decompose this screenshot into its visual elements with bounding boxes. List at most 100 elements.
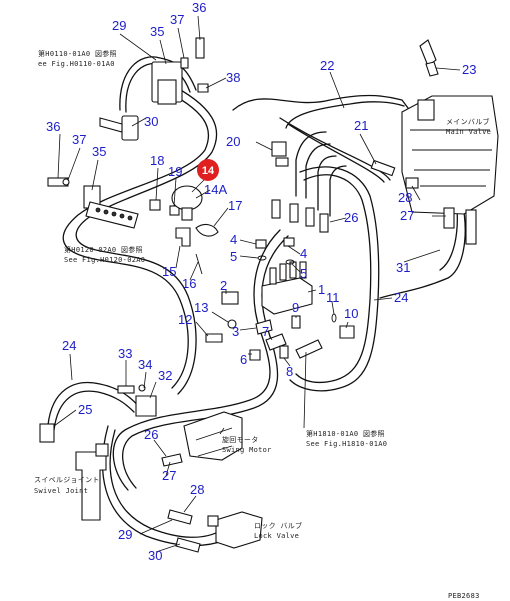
callout-30-lower: 30	[148, 548, 162, 563]
reference-notes: 第H0110-01A0 図参照 ee Fig.H0110-01A0 第H0120…	[34, 49, 491, 600]
callout-10: 10	[344, 306, 358, 321]
bolt-36-top	[195, 37, 205, 59]
callout-35-left: 35	[92, 144, 106, 159]
callout-25: 25	[78, 402, 92, 417]
elbow-15	[175, 227, 191, 247]
hose-fitting-10	[295, 339, 323, 359]
adapter-26-a	[271, 199, 281, 219]
junction-ports	[269, 261, 307, 285]
elbow-6	[249, 349, 261, 361]
fitting-4-right	[283, 237, 295, 247]
fitting-23	[425, 61, 439, 77]
fitting-28-top	[405, 177, 419, 189]
callout-numbers: 36 29 37 35 38 30 22 23 36 37 35 18 19 1…	[46, 0, 476, 563]
callout-28-lower: 28	[190, 482, 204, 497]
main-valve	[401, 95, 499, 215]
washer-13	[227, 319, 237, 329]
plug-19	[169, 205, 180, 216]
callout-20: 20	[226, 134, 240, 149]
callout-38: 38	[226, 70, 240, 85]
callout-37-top: 37	[170, 12, 184, 27]
callout-37-left: 37	[72, 132, 86, 147]
clamp-top	[157, 79, 177, 105]
callout-5-right: 5	[300, 266, 307, 281]
fitting-27-right	[443, 207, 455, 229]
lock-valve-jp: ロック バルブ	[254, 521, 302, 530]
callout-1: 1	[318, 282, 325, 297]
callout-9: 9	[292, 300, 299, 315]
adapter-26-d	[319, 213, 329, 233]
bolt-33	[117, 385, 135, 394]
callout-19: 19	[168, 164, 182, 179]
callout-30-top: 30	[144, 114, 158, 129]
callout-24-left: 24	[62, 338, 76, 353]
highlight-callout-14[interactable]: 14	[191, 159, 219, 193]
fitting-7	[265, 333, 287, 351]
fitting-25-right	[95, 443, 109, 457]
callout-17: 17	[228, 198, 242, 213]
callout-22: 22	[320, 58, 334, 73]
swing-motor-jp: 旋回モータ	[222, 435, 259, 444]
callout-8: 8	[286, 364, 293, 379]
callout-15: 15	[162, 264, 176, 279]
lock-valve	[215, 511, 263, 549]
sensor-2	[221, 291, 239, 305]
swivel-joint-jp: スイベルジョイント	[34, 476, 100, 484]
fitting-28-lower	[167, 509, 193, 525]
plug-8	[279, 345, 289, 359]
bolt-12	[205, 333, 223, 343]
swivel-joint-en: Swivel Joint	[34, 487, 88, 495]
o-ring-5b	[285, 259, 295, 265]
washer-37-left	[62, 178, 70, 186]
highlight-label: 14	[202, 165, 215, 177]
callout-24-right: 24	[394, 290, 408, 305]
callout-32: 32	[158, 368, 172, 383]
lock-valve-port	[207, 515, 219, 527]
accumulator-14	[171, 185, 203, 211]
callout-2: 2	[220, 278, 227, 293]
clamp-20a	[271, 141, 287, 157]
parts	[39, 37, 499, 553]
highlight-leader	[191, 179, 205, 193]
highlight-circle	[197, 159, 219, 181]
callout-14A: 14A	[204, 182, 227, 197]
clamp-32	[135, 395, 157, 417]
pipe-16	[195, 253, 203, 275]
fitting-27-swing	[161, 453, 183, 467]
manifold-ports	[95, 207, 133, 221]
hose-band-17	[195, 223, 219, 237]
fitting-28-right	[465, 209, 477, 245]
callout-33: 33	[118, 346, 132, 361]
callout-31: 31	[396, 260, 410, 275]
callout-6: 6	[240, 352, 247, 367]
fitting-3	[255, 319, 273, 335]
callout-21: 21	[354, 118, 368, 133]
callout-13: 13	[194, 300, 208, 315]
ref-right-en: See Fig.H1810-01A0	[306, 440, 387, 448]
callout-27-lower: 27	[162, 468, 176, 483]
fitting-30-lower	[175, 537, 201, 553]
callout-7: 7	[262, 324, 269, 339]
washer-34	[138, 384, 146, 392]
washer-37-top	[180, 57, 189, 69]
elbow-11	[339, 325, 355, 339]
callout-3: 3	[232, 324, 239, 339]
callout-11: 11	[326, 290, 340, 305]
callout-35-top: 35	[150, 24, 164, 39]
ref-top-en: ee Fig.H0110-01A0	[38, 60, 115, 68]
callout-18: 18	[150, 153, 164, 168]
adapter-26-c	[305, 207, 315, 227]
callout-16: 16	[182, 276, 196, 291]
connector-23	[419, 39, 437, 67]
callout-29-lower: 29	[118, 527, 132, 542]
fitting-25-left	[39, 423, 55, 443]
leader-lines	[53, 15, 461, 553]
callout-28-right: 28	[398, 190, 412, 205]
callout-26-right: 26	[344, 210, 358, 225]
swing-motor-detail	[195, 427, 233, 457]
ref-right-jp: 第H1810-01A0 図参照	[306, 429, 385, 438]
main-valve-jp: メインバルブ	[446, 117, 490, 126]
callout-26-lower: 26	[144, 427, 158, 442]
